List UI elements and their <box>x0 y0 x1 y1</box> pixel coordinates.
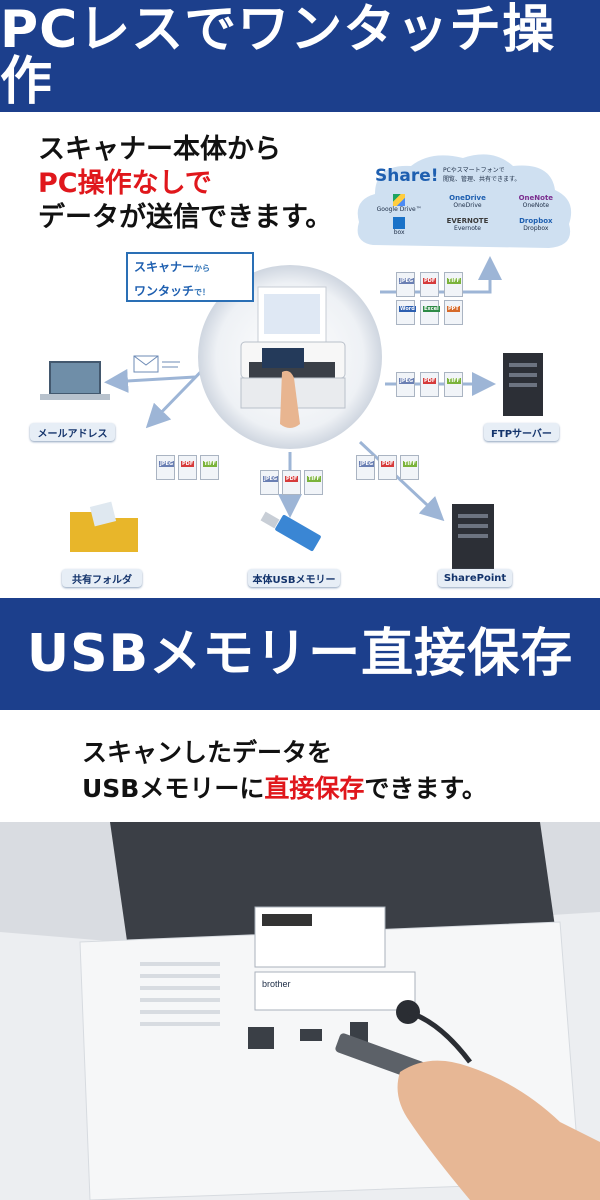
file-label: PDF <box>381 461 395 467</box>
service-name: Google Drive™ <box>376 206 422 213</box>
usb-banner: USBメモリー直接保存 <box>0 598 600 710</box>
box-service: box <box>365 217 433 236</box>
service-name: Dropbox <box>523 225 549 232</box>
file-label: JPEG <box>159 461 175 467</box>
file-label: PDF <box>285 476 299 482</box>
envelope-icon <box>133 355 180 373</box>
file-label: JPEG <box>263 476 279 482</box>
tiff-file-icon: TIFF <box>444 372 463 397</box>
one-touch-callout: スキャナーから ワンタッチで！ <box>126 252 254 302</box>
pdf-file-icon: PDF <box>178 455 197 480</box>
scanner-illustration <box>240 286 346 428</box>
file-label: PPT <box>447 306 460 312</box>
dest-shared-folder: 共有フォルダ <box>62 569 142 587</box>
laptop-icon <box>40 361 110 400</box>
scanner-back-photo: brother <box>0 822 600 1200</box>
intro-line-3: データが送信できます。 <box>38 202 333 233</box>
jpeg-file-icon: JPEG <box>356 455 375 480</box>
onenote-logo: OneNote <box>518 194 554 202</box>
ppt-file-icon: PPT <box>444 300 463 325</box>
service-name: Evernote <box>454 225 481 232</box>
file-label: PDF <box>423 278 437 284</box>
callout-line-2-small: で！ <box>194 288 211 297</box>
pdf-file-icon: PDF <box>420 272 439 297</box>
share-cloud: Share! PCやスマートフォンで 閲覧、管理、共有できます。 Google … <box>353 150 578 255</box>
usb-line-2b: できます。 <box>364 774 487 803</box>
banner-title: USBメモリー直接保存 <box>26 624 574 684</box>
usb-stick-icon <box>260 511 321 552</box>
jpeg-file-icon: JPEG <box>156 455 175 480</box>
cloud-shape <box>357 154 572 248</box>
pdf-file-icon: PDF <box>378 455 397 480</box>
callout-line-1: スキャナー <box>134 260 195 274</box>
excel-file-icon: Excel <box>420 300 440 325</box>
evernote-logo: EVERNOTE <box>446 217 489 225</box>
callout-line-1-small: から <box>194 264 211 273</box>
usb-description: スキャンしたデータを USBメモリーに直接保存できます。 <box>82 735 487 807</box>
pdf-file-icon: PDF <box>420 372 439 397</box>
file-label: Word <box>399 306 416 312</box>
usb-line-2a: USBメモリーに <box>82 774 265 803</box>
folder-icon <box>70 501 138 552</box>
file-label: TIFF <box>203 461 218 467</box>
title-banner: PCレスでワンタッチ操作 <box>0 0 600 112</box>
tiff-file-icon: TIFF <box>304 470 323 495</box>
usb-line-2-red: 直接保存 <box>264 774 365 803</box>
google-drive-service: Google Drive™ <box>365 194 433 213</box>
service-name: box <box>393 229 405 236</box>
banner-title: PCレスでワンタッチ操作 <box>0 0 556 112</box>
jpeg-file-icon: JPEG <box>396 372 415 397</box>
intro-line-1: スキャナー本体から <box>38 134 281 165</box>
tiff-file-icon: TIFF <box>400 455 419 480</box>
onedrive-logo: OneDrive <box>449 194 486 202</box>
service-name: OneNote <box>522 202 550 209</box>
intro-line-2: PC操作なしで <box>38 168 212 199</box>
jpeg-file-icon: JPEG <box>260 470 279 495</box>
word-file-icon: Word <box>396 300 416 325</box>
tiff-file-icon: TIFF <box>444 272 463 297</box>
label-brand: brother <box>262 979 291 989</box>
sharepoint-server-icon <box>452 504 494 570</box>
photo-illustration: brother <box>0 822 600 1200</box>
share-desc-2: 閲覧、管理、共有できます。 <box>443 176 521 183</box>
share-desc-1: PCやスマートフォンで <box>443 167 505 174</box>
usb-line-1: スキャンしたデータを <box>82 738 333 767</box>
file-label: Excel <box>423 306 440 312</box>
dest-mail: メールアドレス <box>30 423 115 441</box>
tiff-file-icon: TIFF <box>200 455 219 480</box>
file-label: TIFF <box>403 461 418 467</box>
callout-line-2: ワンタッチ <box>134 284 195 298</box>
share-title: Share! <box>375 166 439 186</box>
file-label: JPEG <box>399 278 415 284</box>
file-label: TIFF <box>447 278 462 284</box>
dest-ftp: FTPサーバー <box>484 423 559 441</box>
pdf-file-icon: PDF <box>282 470 301 495</box>
file-label: PDF <box>423 378 437 384</box>
dest-usb: 本体USBメモリー <box>248 569 340 587</box>
jpeg-file-icon: JPEG <box>396 272 415 297</box>
file-label: TIFF <box>447 378 462 384</box>
dropbox-logo: Dropbox <box>519 217 553 225</box>
file-label: JPEG <box>359 461 375 467</box>
file-label: JPEG <box>399 378 415 384</box>
dest-sharepoint: SharePoint <box>438 569 512 587</box>
ftp-server-icon <box>503 353 543 416</box>
file-label: PDF <box>181 461 195 467</box>
box-icon <box>393 217 406 229</box>
google-drive-icon <box>393 194 406 206</box>
intro-text: スキャナー本体から PC操作なしで データが送信できます。 <box>38 133 332 235</box>
service-name: OneDrive <box>453 202 482 209</box>
file-label: TIFF <box>307 476 322 482</box>
